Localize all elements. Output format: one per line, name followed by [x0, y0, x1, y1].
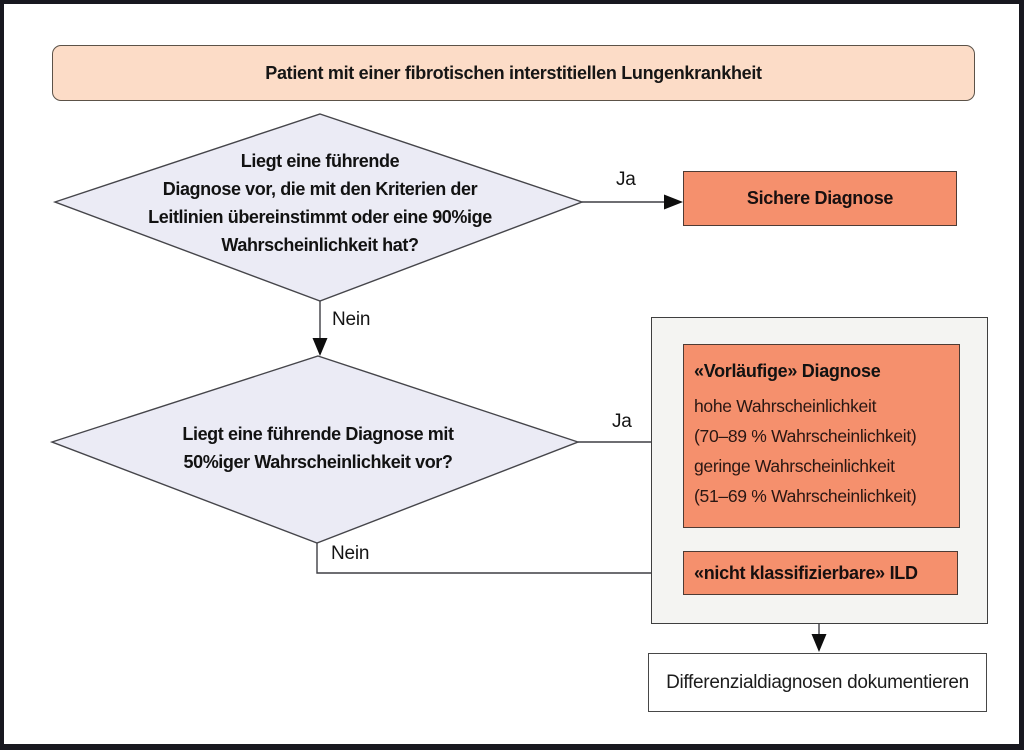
start-node: Patient mit einer fibrotischen interstit…	[52, 45, 975, 101]
decision-1-text: Liegt eine führende Diagnose vor, die mi…	[148, 151, 492, 255]
vorlaeufige-diagnose-body: hohe Wahrscheinlichkeit (70–89 % Wahrsch…	[694, 396, 917, 506]
edge-label-nein-1: Nein	[332, 309, 371, 330]
edge-nein-2-line	[316, 543, 651, 574]
action-box-differenzialdiagnosen: Differenzialdiagnosen dokumentieren	[648, 653, 987, 712]
decision-2-text: Liegt eine führende Diagnose mit 50%iger…	[182, 424, 454, 472]
edge-ja-1-arrowhead	[664, 194, 683, 210]
edge-label-ja-1: Ja	[616, 169, 636, 190]
edge-dokumentieren-arrowhead	[811, 634, 827, 652]
vorlaeufige-diagnose-title: «Vorläufige» Diagnose	[694, 361, 881, 381]
edge-label-nein-2: Nein	[331, 543, 370, 564]
outcome-box-sichere-diagnose: Sichere Diagnose	[683, 171, 957, 226]
edge-label-ja-2: Ja	[612, 411, 632, 432]
outcome-box-nicht-klassifizierbare-ild: «nicht klassifizierbare» ILD	[683, 551, 958, 595]
edge-nein-1-arrowhead	[312, 338, 328, 356]
outcome-box-vorlaeufige-diagnose: «Vorläufige» Diagnose hohe Wahrscheinlic…	[683, 344, 960, 528]
